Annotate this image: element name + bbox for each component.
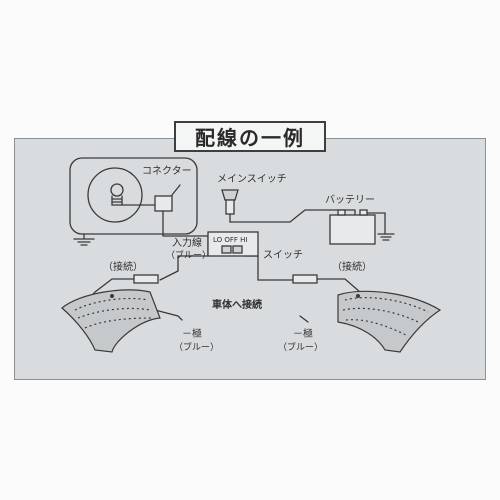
negative-right-color-label: （ブルー） xyxy=(278,343,324,353)
heater-pad-right xyxy=(337,290,442,353)
battery-icon xyxy=(329,214,376,245)
battery-label: バッテリー xyxy=(325,195,375,206)
lamp-ground-icon xyxy=(73,233,95,246)
input-wire-color-label: （ブルー） xyxy=(166,251,212,261)
chassis-ground-label: 車体へ接続 xyxy=(212,300,262,311)
diagram-title: 配線の一例 xyxy=(174,121,326,152)
connector-left xyxy=(133,274,159,284)
main-switch-icon xyxy=(221,189,239,223)
connector-label: コネクター xyxy=(142,166,192,177)
connector-right xyxy=(292,274,318,284)
main-switch-label: メインスイッチ xyxy=(217,174,287,185)
connect-left-label: （接続） xyxy=(103,262,143,273)
lamp-reflector xyxy=(87,167,143,223)
switch-positions-label: LO OFF HI xyxy=(213,236,248,244)
heater-pad-left xyxy=(61,289,161,353)
negative-right-label: －極 xyxy=(293,329,313,340)
negative-left-color-label: （ブルー） xyxy=(174,343,220,353)
input-wire-label: 入力線 xyxy=(172,238,202,249)
connector-block xyxy=(154,195,173,212)
bulb-icon xyxy=(110,183,124,206)
connector-pointer xyxy=(171,184,181,196)
switch-label: スイッチ xyxy=(263,250,303,261)
connect-right-label: （接続） xyxy=(332,262,372,273)
negative-left-label: －極 xyxy=(182,329,202,340)
lamp-housing xyxy=(69,157,198,235)
battery-ground-icon xyxy=(377,233,395,241)
